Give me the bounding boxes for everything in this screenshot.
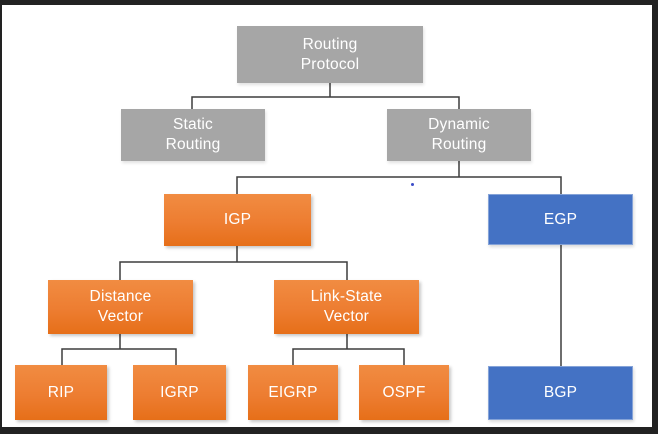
node-bgp: BGP <box>488 366 633 420</box>
node-rip-label: RIP <box>47 383 75 401</box>
frame-bottom-edge <box>0 427 658 434</box>
node-rip: RIP <box>15 365 107 420</box>
node-eigrp: EIGRP <box>248 365 338 420</box>
node-routing-protocol: Routing Protocol <box>237 26 423 83</box>
frame-top-edge <box>0 0 658 5</box>
connector-routing-to-static-dynamic <box>191 83 460 109</box>
node-igrp-label: IGRP <box>160 383 199 401</box>
frame-left-edge <box>0 0 2 434</box>
node-ospf: OSPF <box>359 365 449 420</box>
node-distance-vector-label: Distance Vector <box>89 288 152 325</box>
node-egp-label: EGP <box>543 210 578 228</box>
node-dynamic-routing: Dynamic Routing <box>387 109 531 161</box>
node-dynamic-routing-label: Dynamic Routing <box>428 116 490 153</box>
node-igp: IGP <box>164 194 311 246</box>
stray-dot <box>411 183 414 186</box>
node-igrp: IGRP <box>133 365 226 420</box>
node-static-routing-label: Static Routing <box>165 116 221 153</box>
node-static-routing: Static Routing <box>121 109 265 161</box>
connector-linkstate-to-eigrp-ospf <box>292 334 405 365</box>
node-egp: EGP <box>488 194 633 245</box>
node-link-state-vector: Link-State Vector <box>274 280 419 334</box>
node-distance-vector: Distance Vector <box>48 280 193 334</box>
node-routing-protocol-label: Routing Protocol <box>300 35 360 73</box>
node-igp-label: IGP <box>223 211 252 228</box>
connector-igp-to-vectors <box>119 246 348 280</box>
frame-right-edge <box>652 0 658 434</box>
node-bgp-label: BGP <box>543 384 578 401</box>
node-link-state-vector-label: Link-State Vector <box>310 288 383 325</box>
connector-distance-to-rip-igrp <box>61 334 177 365</box>
node-ospf-label: OSPF <box>382 383 426 401</box>
node-eigrp-label: EIGRP <box>268 383 318 401</box>
connector-dynamic-to-igp-egp <box>236 161 562 194</box>
